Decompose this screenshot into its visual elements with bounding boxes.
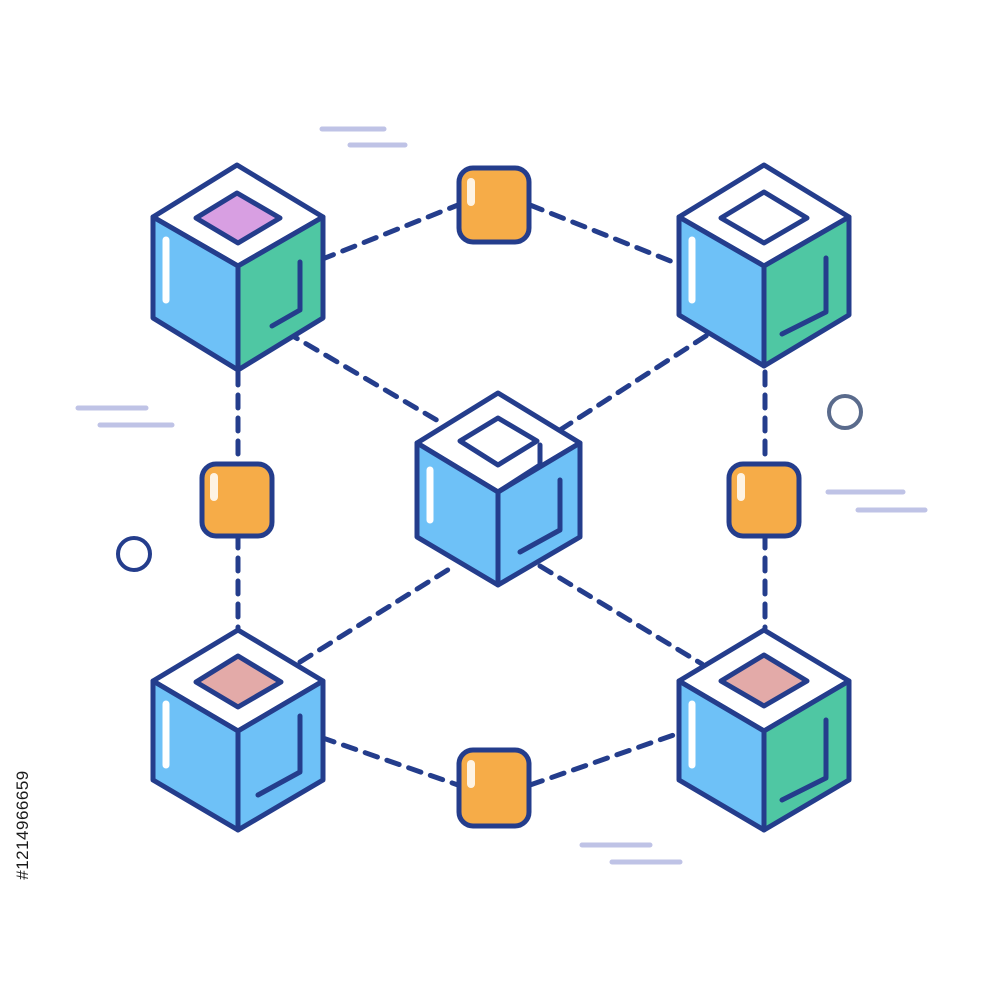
block-cube-top-left bbox=[150, 162, 326, 373]
link-node-highlights bbox=[210, 178, 745, 788]
block-cube-bottom-right bbox=[676, 627, 852, 833]
link-node-left bbox=[199, 461, 275, 539]
link-node-right bbox=[726, 461, 802, 539]
block-cube-bottom-left bbox=[150, 627, 326, 833]
link-node-bottom bbox=[456, 747, 532, 829]
link-node-top bbox=[456, 165, 532, 245]
network-connections bbox=[235, 202, 768, 788]
link-nodes bbox=[199, 165, 802, 829]
block-cube-center bbox=[414, 390, 583, 588]
block-cube-top-right bbox=[676, 162, 852, 369]
stock-id-watermark: #1214966659 bbox=[8, 750, 38, 900]
decor-circle-left bbox=[116, 536, 152, 572]
decor-circle-right bbox=[827, 394, 863, 430]
stock-id-text: #1214966659 bbox=[13, 770, 33, 880]
decorative-lines bbox=[75, 126, 928, 865]
